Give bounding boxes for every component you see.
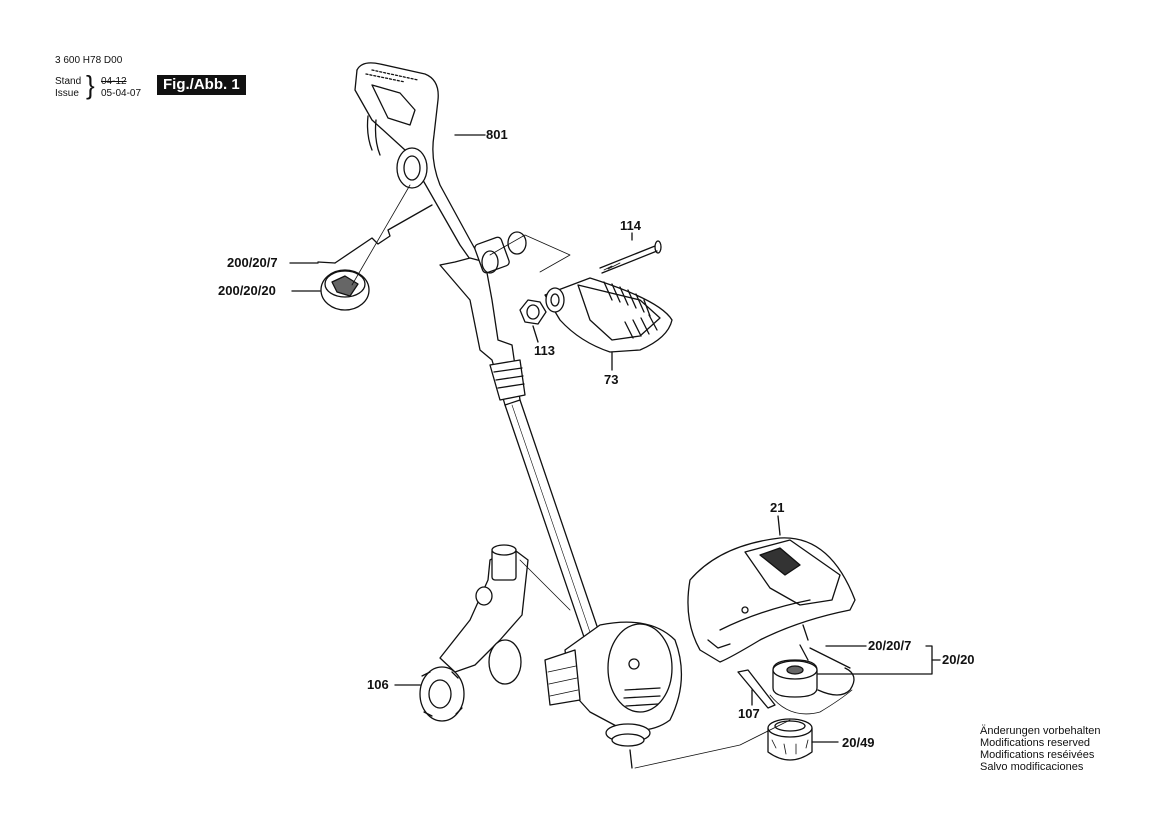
- note-fr: Modifications reséivées: [980, 749, 1095, 761]
- leader-21: [777, 515, 781, 536]
- part-label-21: 21: [770, 500, 785, 515]
- note-de: Änderungen vorbehalten: [980, 725, 1101, 737]
- knob-nut-113: [519, 299, 547, 325]
- note-en: Modifications reserved: [980, 737, 1091, 749]
- spool-20-20: [769, 644, 855, 715]
- clip-107: [737, 669, 776, 709]
- guard-21: [687, 537, 856, 663]
- aux-handle-73: [544, 277, 673, 353]
- bolt-114: [599, 240, 662, 274]
- part-label-73: 73: [604, 372, 619, 387]
- brace-glyph: }: [86, 70, 95, 100]
- part-label-107: 107: [738, 706, 760, 721]
- stand-label: Stand: [55, 76, 82, 87]
- issue-label: Issue: [55, 88, 79, 99]
- part-label-106: 106: [367, 677, 389, 692]
- modification-notes: Änderungen vorbehalten Modifications res…: [980, 725, 1100, 773]
- upper-handle-801: [354, 62, 481, 263]
- issue-value: 05-04-07: [101, 88, 142, 99]
- leader-113: [532, 325, 539, 343]
- stand-value: 04-12: [101, 76, 127, 87]
- figure-label: Fig./Abb. 1: [157, 75, 246, 95]
- wheel-assembly-106: [419, 544, 571, 722]
- spring-clip: [334, 204, 433, 264]
- cap-20-49: [767, 718, 813, 761]
- part-label-20-49: 20/49: [842, 735, 875, 750]
- shaft-line-b: [519, 399, 601, 636]
- part-label-801: 801: [486, 127, 508, 142]
- note-es: Salvo modificaciones: [980, 761, 1084, 773]
- part-label-113: 113: [534, 343, 555, 358]
- motor-housing: [544, 621, 683, 769]
- part-label-20-20: 20/20: [942, 652, 975, 667]
- part-label-200-20-7: 200/20/7: [227, 255, 278, 270]
- document-number: 3 600 H78 D00: [55, 55, 123, 66]
- part-label-114: 114: [620, 218, 641, 233]
- part-label-200-20-20: 200/20/20: [218, 283, 276, 298]
- spool-200-20-20: [320, 184, 411, 311]
- shaft-upper: [439, 231, 527, 406]
- part-label-20-20-7: 20/20/7: [868, 638, 912, 653]
- shaft-line-a: [504, 404, 586, 641]
